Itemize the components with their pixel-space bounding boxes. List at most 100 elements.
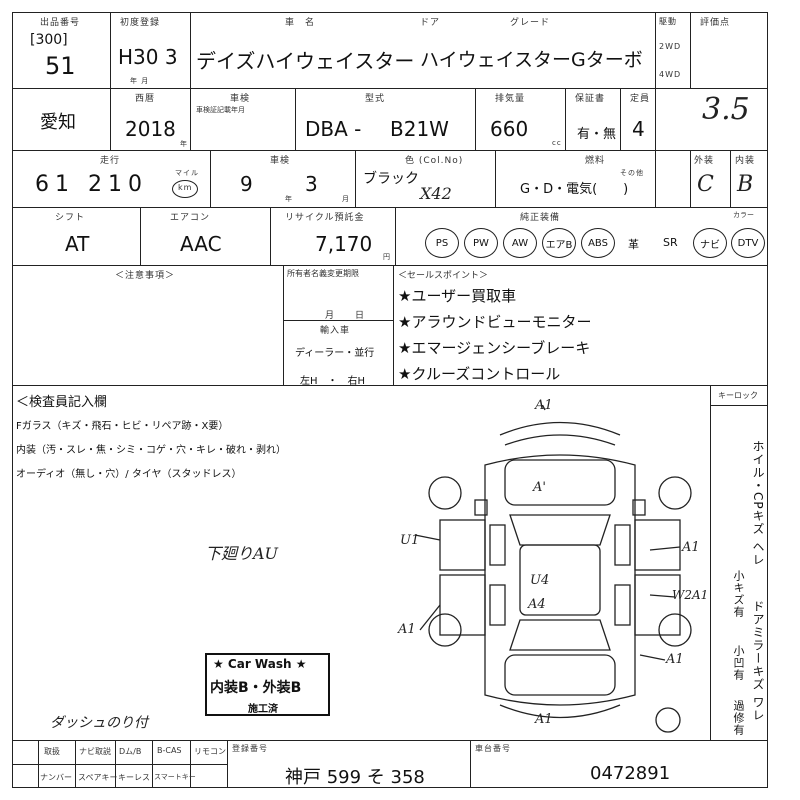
sales-point: ★エマージェンシーブレーキ xyxy=(398,339,591,357)
year-label: 西暦 xyxy=(135,94,156,104)
drive-2wd: 2WD xyxy=(659,42,682,51)
interior: B xyxy=(737,172,754,197)
car-wash-grade: 内装B・外装B xyxy=(210,680,302,696)
inspection-year-unit: 年 xyxy=(285,195,293,203)
lot-prefix: [300] xyxy=(30,32,68,48)
car-name-label: 車 名 xyxy=(285,18,316,28)
equip-aw: AW xyxy=(503,228,537,258)
rule xyxy=(12,88,768,89)
equipment-label: 純正装備 xyxy=(520,213,561,223)
inspection-label: 車検 xyxy=(270,156,291,166)
rule xyxy=(110,12,111,150)
import-value: ディーラー・並行 xyxy=(295,348,375,359)
handwritten-bottom: ダッシュのり付 xyxy=(50,715,148,731)
rule xyxy=(730,150,731,207)
mileage-unit: km xyxy=(178,183,193,192)
rule xyxy=(395,207,396,265)
car-wash-done: 施工済 xyxy=(248,704,278,715)
damage-mark: A1 xyxy=(682,540,700,555)
footer-label: キーレス xyxy=(118,773,150,782)
inspection-month: 3 xyxy=(305,172,318,196)
rule xyxy=(12,385,768,386)
door-label: ドア xyxy=(420,18,441,28)
handle-value: 左H ・ 右H xyxy=(300,376,366,387)
rule xyxy=(393,265,394,385)
first-reg-value: H30 3 xyxy=(118,45,178,69)
shift: AT xyxy=(65,232,90,256)
damage-mark: A1 xyxy=(535,398,553,413)
rule xyxy=(152,740,153,788)
car-wash-stamp xyxy=(205,653,330,716)
fuel-value: G・D・電気( ) xyxy=(520,182,629,197)
rule xyxy=(12,740,768,741)
rule xyxy=(495,150,496,207)
chassis: 0472891 xyxy=(590,763,671,784)
footer-label: 取扱 xyxy=(44,747,60,756)
mileage: 61 210 xyxy=(35,172,148,197)
score: 3.5 xyxy=(702,92,750,127)
rule xyxy=(355,150,356,207)
footer-label: ナビ取説 xyxy=(79,747,111,756)
rule xyxy=(12,207,768,208)
rule xyxy=(690,12,691,88)
rule xyxy=(270,207,271,265)
rule xyxy=(75,740,76,788)
aircon-label: エアコン xyxy=(170,213,211,223)
damage-mark: U1 xyxy=(400,533,420,548)
equip-leather: 革 xyxy=(628,238,639,251)
handwritten-note: 下廻りAU xyxy=(205,544,279,563)
year-value: 2018 xyxy=(125,117,176,141)
displacement: 660 xyxy=(490,117,529,141)
reg-sub: 車検証記載年月 xyxy=(196,106,245,114)
inspection-line-2: 内装（汚・スレ・焦・シミ・コゲ・穴・キレ・破れ・剥れ） xyxy=(16,445,286,456)
side-note: 小キズ有 xyxy=(732,570,745,618)
warranty-value: 有・無 xyxy=(577,127,617,142)
footer-label: ナンバー xyxy=(40,773,72,782)
damage-mark: A1 xyxy=(535,712,553,727)
rule xyxy=(190,88,191,150)
model-label: 型式 xyxy=(365,94,386,104)
rule xyxy=(710,405,768,406)
rule xyxy=(565,88,566,150)
warranty-label: 保証書 xyxy=(575,94,606,104)
rule xyxy=(710,385,711,740)
year-unit: 年 xyxy=(180,140,188,148)
plate-label: 登録番号 xyxy=(232,744,268,753)
grade-label: グレード xyxy=(510,18,551,28)
color-label: 色 (Col.No) xyxy=(405,156,464,166)
inspection-month-unit: 月 xyxy=(342,195,350,203)
footer-label: スマートキー xyxy=(154,773,196,781)
footer-label: スペアキー xyxy=(78,773,118,782)
sales-point: ★ユーザー買取車 xyxy=(398,287,517,305)
rule xyxy=(190,740,191,788)
damage-mark: A4 xyxy=(528,597,546,612)
plate: 神戸 599 そ 358 xyxy=(285,767,425,788)
footer-label: B-CAS xyxy=(157,746,182,755)
rule xyxy=(620,88,621,150)
rule xyxy=(690,150,691,207)
rule xyxy=(295,88,296,150)
sheet-frame xyxy=(12,12,768,788)
sales-point: ★アラウンドビューモニター xyxy=(398,313,592,331)
region: 愛知 xyxy=(40,112,76,133)
model-prefix: DBA - xyxy=(305,117,362,141)
first-reg-sub: 年 月 xyxy=(130,77,150,85)
aircon: AAC xyxy=(180,232,222,256)
lot-label: 出品番号 xyxy=(40,18,81,28)
inspection-title: ＜検査員記入欄 xyxy=(16,395,108,410)
mileage-unit-circle xyxy=(172,180,198,198)
side-note: 小凹有 xyxy=(732,645,745,681)
equip-abs: ABS xyxy=(581,228,615,258)
rule xyxy=(140,207,141,265)
side-note: ドアミラーキズ ワレ xyxy=(751,600,765,722)
seats: 4 xyxy=(632,117,645,141)
grade: ハイウェイスターGターボ xyxy=(420,49,643,71)
lot-number: 51 xyxy=(45,52,76,80)
equip-airbag: エアB xyxy=(542,228,576,258)
equip-pw: PW xyxy=(464,228,498,258)
rule xyxy=(115,740,116,788)
fuel-label: 燃料 xyxy=(585,156,606,166)
equip-sunroof: SR xyxy=(663,236,678,249)
rule xyxy=(283,320,393,321)
damage-mark: A' xyxy=(533,480,546,495)
